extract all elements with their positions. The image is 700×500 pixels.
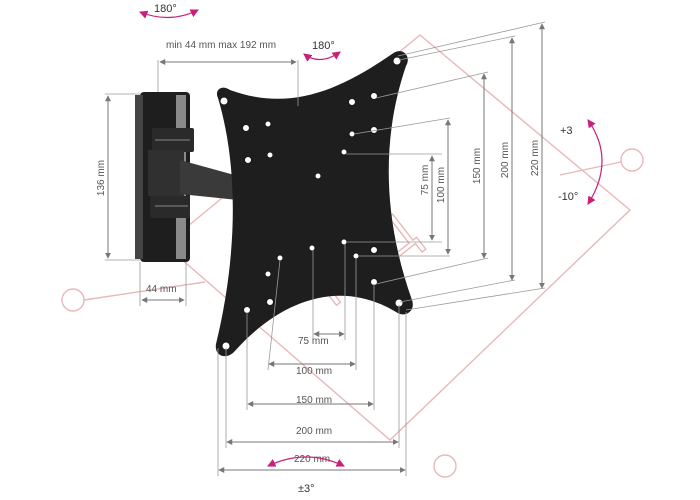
label-v75: 75 mm: [420, 165, 431, 196]
label-h100: 100 mm: [296, 366, 332, 377]
label-h200: 200 mm: [296, 426, 332, 437]
label-v150: 150 mm: [472, 148, 483, 184]
label-tilt-down: -10°: [558, 191, 578, 203]
label-arm-extension: min 44 mm max 192 mm: [166, 40, 276, 51]
vesa-plate: [215, 51, 413, 357]
rotation-plate: 180°: [303, 40, 341, 62]
rotation-level: ±3°: [267, 456, 345, 495]
label-level: ±3°: [298, 483, 315, 495]
label-v220: 220 mm: [530, 140, 541, 176]
rotation-top: 180°: [139, 3, 199, 19]
extension-lines: [105, 21, 546, 476]
label-h150: 150 mm: [296, 395, 332, 406]
label-h75: 75 mm: [298, 336, 329, 347]
label-v200: 200 mm: [500, 142, 511, 178]
label-plate-swivel: 180°: [312, 40, 335, 52]
label-tilt-up: +3: [560, 125, 573, 137]
label-top-swivel: 180°: [154, 3, 177, 15]
swivel-arm: [148, 128, 238, 218]
label-wall-depth: 44 mm: [146, 284, 177, 295]
label-wall-height: 136 mm: [96, 160, 107, 196]
rotation-tilt: +3 -10°: [558, 119, 603, 205]
label-v100: 100 mm: [436, 167, 447, 203]
